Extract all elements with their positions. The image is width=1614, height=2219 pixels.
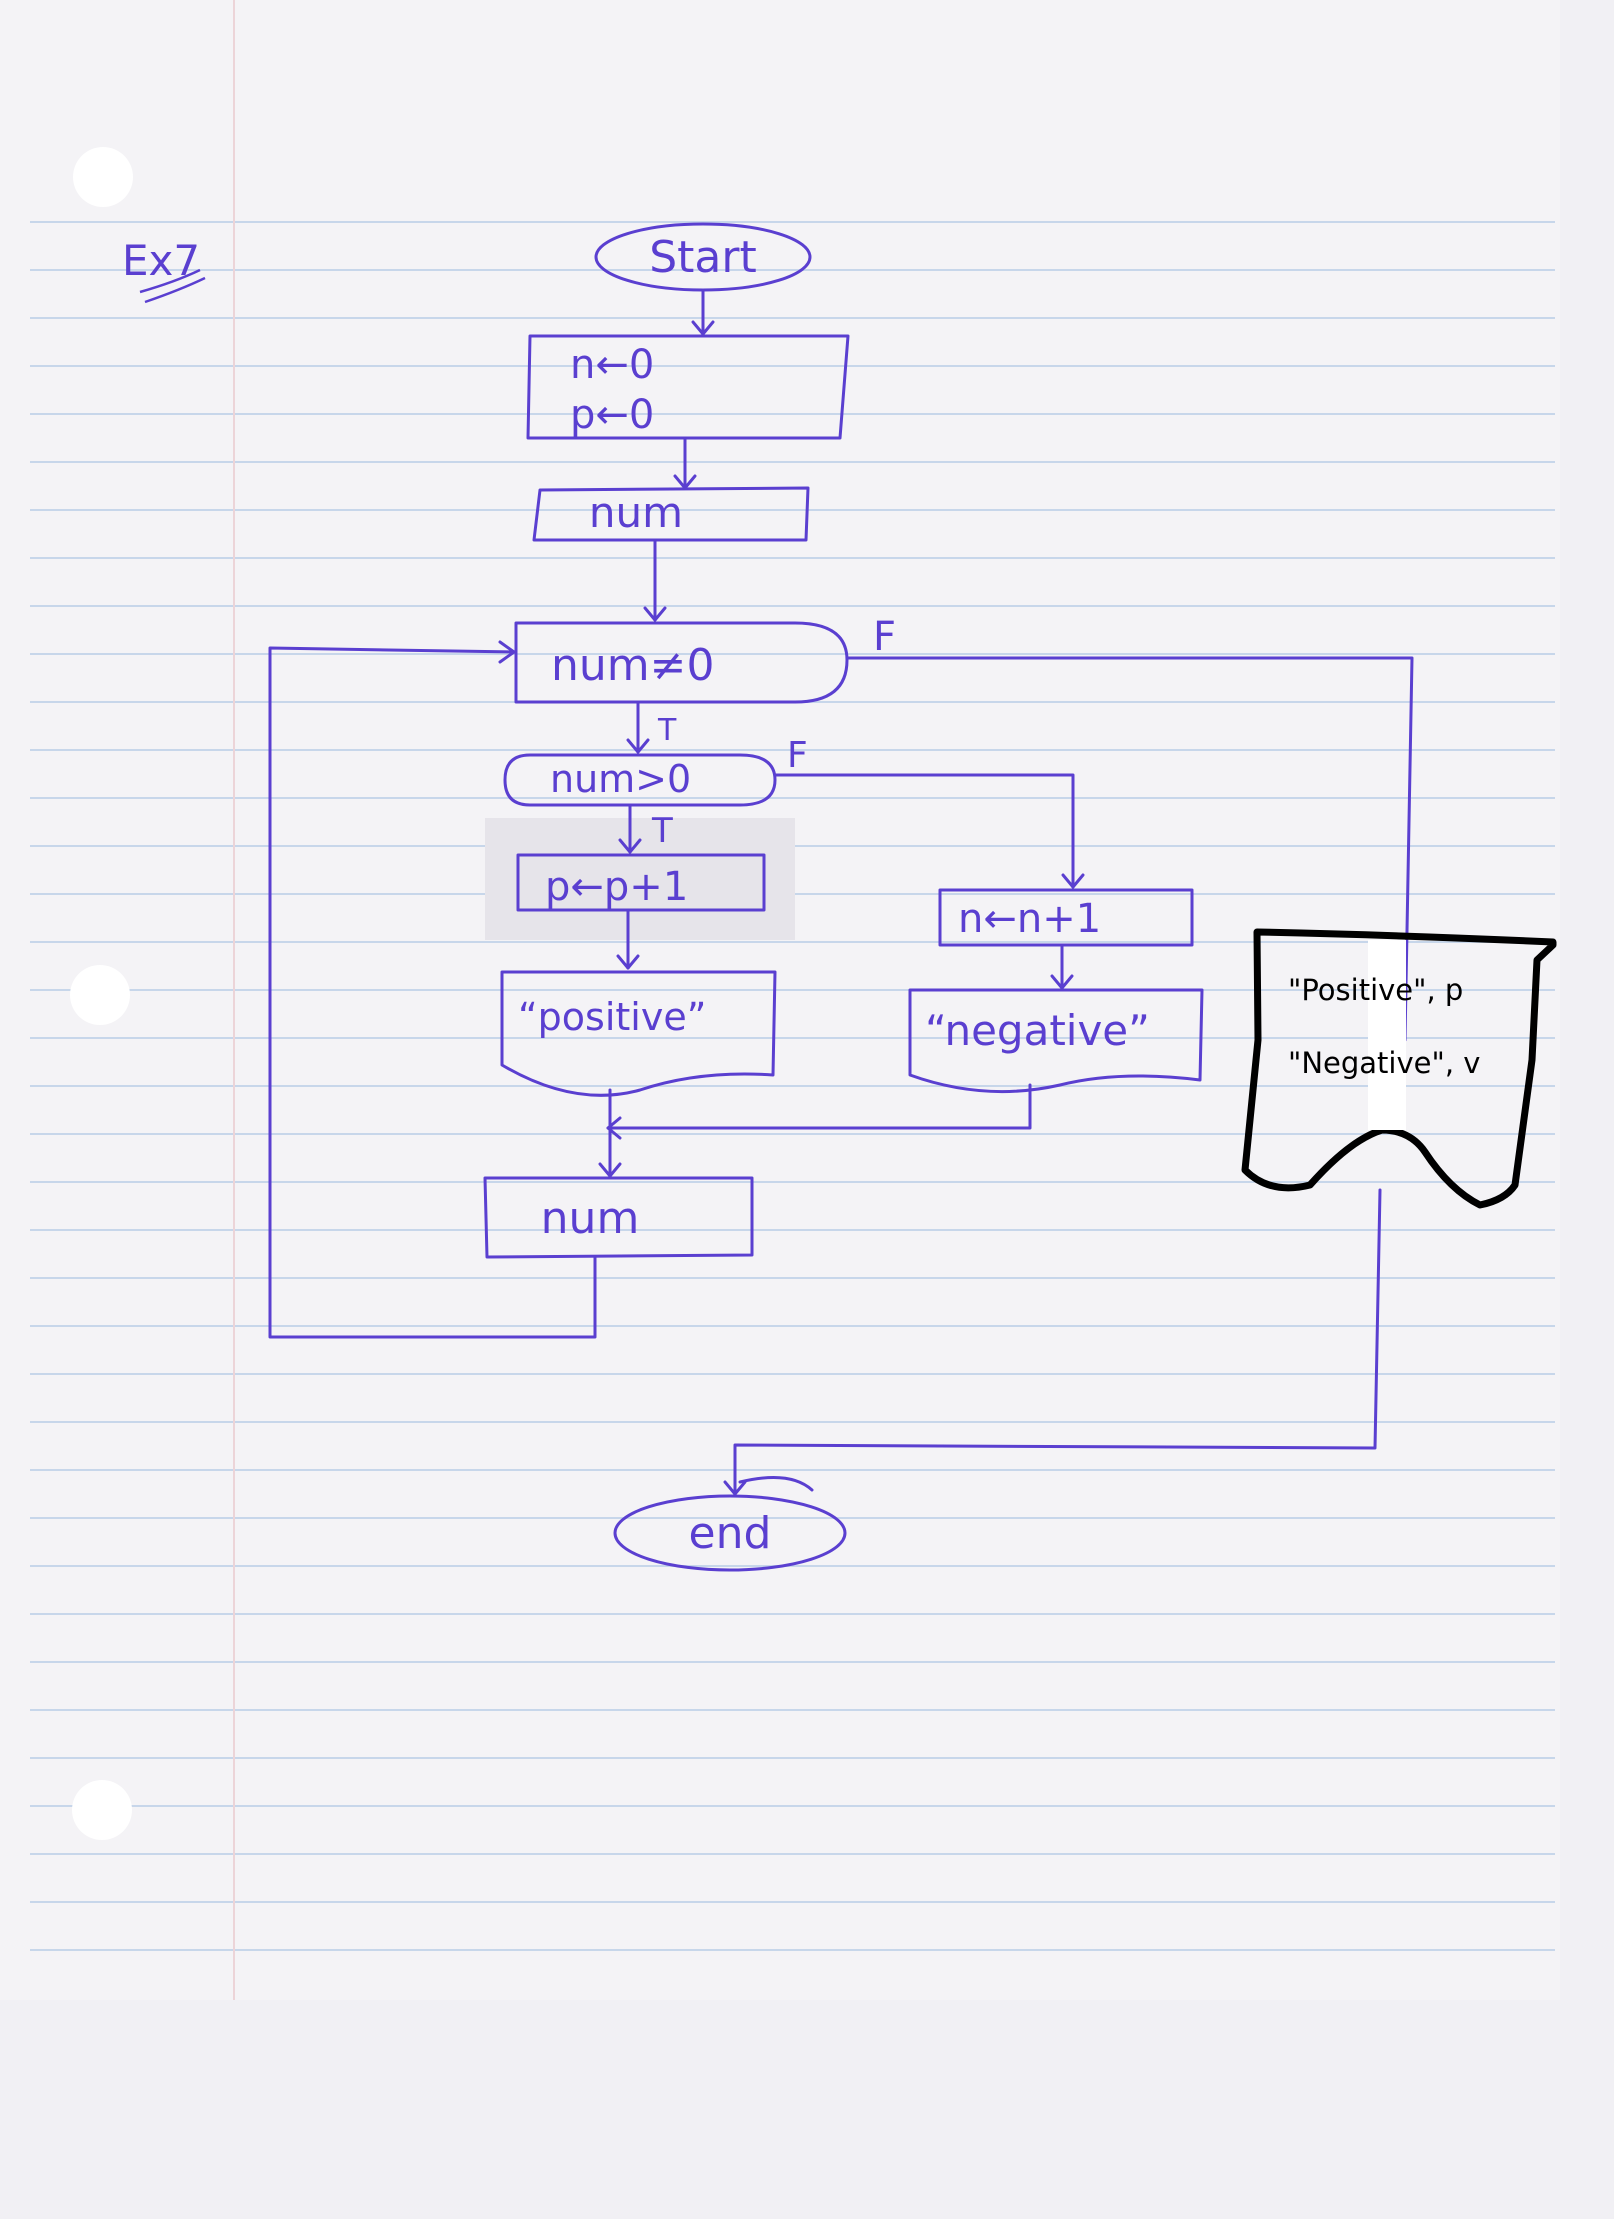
init-process-box — [526, 334, 850, 440]
increment-n-box — [938, 888, 1194, 947]
arrowhead — [606, 1116, 622, 1140]
corner-label: Ex7 — [122, 236, 200, 285]
arrowhead — [626, 738, 650, 754]
binder-hole — [73, 147, 133, 207]
arrowhead — [1061, 873, 1085, 889]
corner-label-underline — [139, 268, 206, 304]
arrowhead — [1050, 974, 1074, 990]
end-terminal — [613, 1494, 847, 1572]
loop-false-label: F — [873, 614, 896, 660]
connector — [773, 773, 1075, 889]
lined-paper — [0, 0, 1560, 2000]
input-num-label: num — [589, 488, 683, 537]
connector — [606, 1083, 1032, 1130]
arrowhead — [691, 320, 715, 336]
output-negative-label: “negative” — [925, 1006, 1150, 1055]
input-num-box — [532, 486, 810, 542]
end-label: end — [689, 1508, 772, 1559]
init-n-label: n←0 — [570, 342, 654, 388]
arrowhead — [616, 954, 640, 970]
start-label: Start — [649, 232, 757, 283]
arrowhead — [618, 838, 642, 854]
check-true-label: T — [651, 811, 673, 851]
tape-strip — [485, 818, 795, 940]
ink-scribble — [738, 1476, 814, 1492]
arrowhead — [643, 606, 667, 622]
increment-p-label: p←p+1 — [545, 864, 688, 910]
init-p-label: p←0 — [570, 392, 654, 438]
loop-back-connector — [268, 646, 597, 1339]
loop-condition-label: num≠0 — [551, 640, 715, 691]
check-positive-shape — [503, 753, 777, 807]
final-output-shape — [1241, 928, 1557, 1209]
increment-n-label: n←n+1 — [958, 896, 1101, 942]
output-positive-label: “positive” — [518, 995, 706, 1039]
check-positive-label: num>0 — [550, 757, 691, 801]
arrowhead — [723, 1480, 747, 1496]
check-false-label: F — [787, 735, 808, 776]
output-positive-shape — [500, 970, 777, 1097]
arrowhead — [673, 474, 697, 490]
arrowhead — [598, 1162, 622, 1178]
increment-p-box — [516, 853, 766, 912]
output-negative-shape — [908, 988, 1204, 1094]
correction-patch — [1368, 940, 1406, 1130]
binder-hole — [72, 1780, 132, 1840]
loop-decision-shape — [514, 621, 849, 704]
loop-exit-connector — [845, 656, 1414, 1042]
final-output-line2: "Negative", v — [1288, 1046, 1480, 1080]
final-output-line1: "Positive", p — [1288, 973, 1463, 1007]
input-num-loop-label: num — [541, 1193, 640, 1244]
input-num-loop-box — [483, 1176, 754, 1259]
arrowhead — [498, 640, 516, 664]
loop-exit-connector — [733, 1188, 1382, 1496]
ruled-lines — [30, 221, 1555, 1951]
binder-hole — [70, 965, 130, 1025]
loop-true-label: T — [657, 713, 677, 748]
